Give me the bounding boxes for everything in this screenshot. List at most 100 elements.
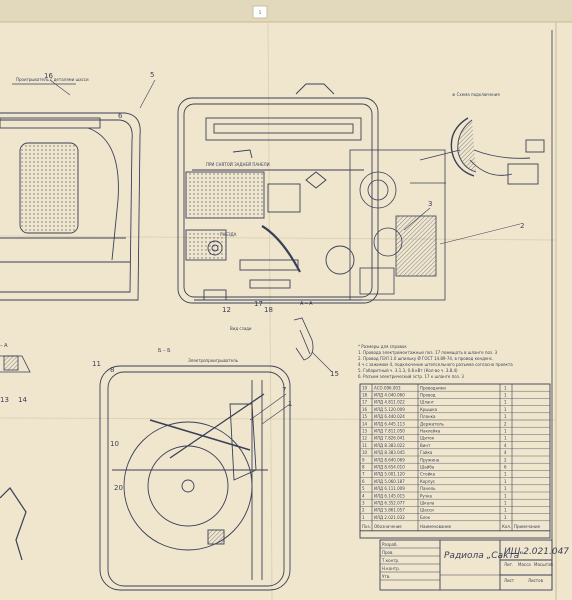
note-line-6: 6. Разъем электрический эстр. 17 к шланг… bbox=[358, 374, 464, 379]
bom-name: Шланг bbox=[420, 400, 434, 405]
bom-position: 9 bbox=[362, 457, 365, 462]
bom-name: Стойка bbox=[420, 472, 436, 477]
role-tech-control: Т.контр. bbox=[381, 558, 399, 563]
bom-position: 1 bbox=[362, 515, 365, 520]
stage-label: Лит. bbox=[504, 562, 513, 567]
bom-designation: ИЛД 4.040.060 bbox=[374, 393, 405, 398]
callout-labels: 16 5 6 2 3 12 18 17 15 7 1 14 13 11 10 8… bbox=[0, 71, 524, 492]
bom-designation: ИЛД 6.111.009 bbox=[374, 486, 405, 491]
bom-quantity: 1 bbox=[504, 407, 507, 412]
bom-name: Панель bbox=[420, 486, 436, 491]
callout-16: 16 bbox=[44, 72, 53, 80]
bom-name: Планка bbox=[420, 414, 436, 419]
bom-quantity: 1 bbox=[504, 486, 507, 491]
bom-designation: ИЛД 6.440.024 bbox=[374, 414, 405, 419]
bom-position: 7 bbox=[362, 472, 365, 477]
callout-2: 2 bbox=[520, 222, 524, 230]
bom-designation: ИЛД 5.861.057 bbox=[374, 508, 405, 513]
bom-name: Шкала bbox=[420, 501, 435, 506]
callout-14: 14 bbox=[18, 396, 27, 404]
bom-designation: ИЛД 8.383.045 bbox=[374, 450, 405, 455]
bom-header-cell: Примечание bbox=[514, 524, 541, 529]
bom-header-cell: Поз. bbox=[362, 524, 371, 529]
callout-7: 7 bbox=[282, 386, 286, 394]
table-row: 16 ИЛД 5.120.009 Крышка 1 bbox=[360, 407, 550, 413]
bom-position: 18 bbox=[362, 393, 368, 398]
bom-name: Провод bbox=[420, 393, 436, 398]
callout-15: 15 bbox=[330, 370, 339, 378]
bom-designation: ИЛД 5.060.187 bbox=[374, 479, 405, 484]
bom-position: 4 bbox=[362, 493, 365, 498]
callout-11: 11 bbox=[92, 360, 101, 368]
rear-view-caption: Вид сзади bbox=[230, 326, 252, 331]
bom-quantity: 4 bbox=[504, 450, 507, 455]
left-cabinet-view bbox=[0, 83, 141, 301]
section-aa-left-label: – А bbox=[0, 343, 8, 349]
bom-quantity: 1 bbox=[504, 429, 507, 434]
bom-designation: ИЛД 8.640.069 bbox=[374, 457, 405, 462]
leader-lines bbox=[49, 79, 521, 425]
bom-name: Наклейка bbox=[420, 429, 441, 434]
callout-20: 20 bbox=[114, 484, 123, 492]
speaker-grille bbox=[19, 142, 79, 234]
bom-quantity: 1 bbox=[504, 400, 507, 405]
bom-name: Гайка bbox=[420, 450, 433, 455]
bom-position: 8 bbox=[362, 465, 365, 470]
section-aa-right-label: А – А bbox=[300, 301, 313, 307]
bom-quantity: 1 bbox=[504, 479, 507, 484]
table-row: 6 ИЛД 5.060.187 Корпус 1 bbox=[360, 479, 550, 485]
bom-position: 5 bbox=[362, 486, 365, 491]
bom-quantity: 1 bbox=[504, 508, 507, 513]
bom-name: Блок bbox=[420, 515, 431, 520]
drawing-number: ИШ 2.021.047 bbox=[504, 547, 569, 557]
bom-quantity: 4 bbox=[504, 443, 507, 448]
bom-designation: ИЛД 8.383.022 bbox=[374, 443, 405, 448]
callout-10: 10 bbox=[110, 440, 119, 448]
bom-designation: ИЛД 7.826.041 bbox=[374, 436, 405, 441]
bom-position: 6 bbox=[362, 479, 365, 484]
bom-designation: ИЛД 7.811.050 bbox=[374, 429, 405, 434]
rear-panel-sockets-label: ГНЕЗДА bbox=[220, 232, 237, 237]
role-checker: Пров. bbox=[382, 550, 394, 555]
wiring-detail bbox=[450, 117, 545, 185]
bom-designation: ИЛД 5.120.009 bbox=[374, 407, 405, 412]
bom-designation: ИЛД 2.021.032 bbox=[374, 515, 405, 520]
bom-quantity: 6 bbox=[504, 465, 507, 470]
bom-quantity: 1 bbox=[504, 501, 507, 506]
bom-name: Корпус bbox=[420, 479, 435, 484]
bom-name: Крышка bbox=[420, 407, 438, 412]
bom-position: 15 bbox=[362, 414, 368, 419]
bom-position: 17 bbox=[362, 400, 368, 405]
bom-designation: АСО.096.003 bbox=[374, 385, 401, 390]
note-line-3: 2. Провод ПЭЛ 1.0 шпильку Ø ГОСТ 14.89-7… bbox=[358, 356, 493, 361]
bom-designation: ИЛД 6.352.077 bbox=[374, 501, 405, 506]
callout-12: 12 bbox=[222, 306, 231, 314]
bom-quantity: 1 bbox=[504, 385, 507, 390]
bom-name: Ручка bbox=[420, 493, 433, 498]
turntable-section bbox=[99, 365, 291, 591]
callout-3: 3 bbox=[428, 200, 432, 208]
role-norm-control: Н.контр. bbox=[382, 566, 400, 571]
bom-name: Винт bbox=[420, 443, 431, 448]
bom-position: 16 bbox=[362, 407, 368, 412]
title-block bbox=[379, 539, 553, 591]
bom-quantity: 1 bbox=[504, 472, 507, 477]
section-aa-right bbox=[293, 317, 314, 361]
bom-name: Шайба bbox=[420, 465, 435, 470]
technical-notes: * Размеры для справок 1. Провода электро… bbox=[358, 344, 513, 379]
section-bb-note: Электропроигрыватель bbox=[188, 358, 239, 363]
corner-tab: 1 bbox=[252, 5, 268, 19]
bom-name: Шасси bbox=[420, 508, 434, 513]
bom-quantity: 1 bbox=[504, 436, 507, 441]
